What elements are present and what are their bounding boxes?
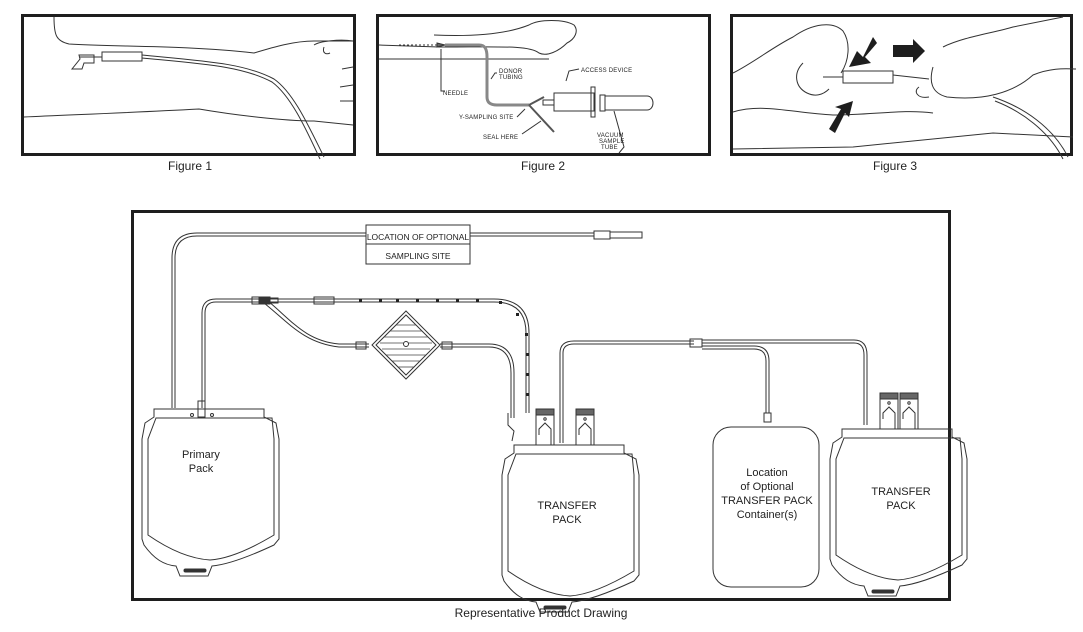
filter-inlet-tubing <box>263 302 369 348</box>
arm-outline <box>732 132 1074 150</box>
transfer-pack-b-label-1: TRANSFER <box>871 486 930 498</box>
port-clips-b <box>879 392 919 430</box>
figure-2-illustration: NEEDLE DONOR TUBING ACCESS DEVICE Y-SAMP… <box>378 20 654 154</box>
sampling-line-tubing <box>171 232 594 408</box>
optional-transfer-container <box>712 426 820 588</box>
vacuum-tube-icon <box>604 95 654 111</box>
transfer-pack-b-bag <box>829 392 968 597</box>
arrow-up-icon <box>829 101 853 133</box>
tubing-segment-marks <box>359 299 529 396</box>
arm-fist-outline <box>433 20 577 55</box>
label-vacuum-1: VACUUM <box>597 133 624 139</box>
sampling-site-label-line2: SAMPLING SITE <box>385 251 451 261</box>
label-seal-here: SEAL HERE <box>483 135 518 141</box>
label-access-device: ACCESS DEVICE <box>581 68 632 74</box>
left-hand-outline <box>732 24 849 74</box>
primary-pack-bag <box>141 400 280 577</box>
primary-pack-label-1: Primary <box>182 449 220 461</box>
transfer-tubing <box>559 340 694 443</box>
optional-container-label-1: Location <box>746 467 788 479</box>
y-connector <box>689 338 703 348</box>
transfer-pack-a-label-2: PACK <box>552 514 582 526</box>
optional-container-label-3: TRANSFER PACK <box>721 495 813 507</box>
arm-outline-lower <box>23 108 354 126</box>
sampling-site-connector <box>593 230 611 240</box>
product-drawing-caption: Representative Product Drawing <box>454 606 628 620</box>
donor-tubing <box>141 54 325 158</box>
sampling-site-label-line1: LOCATION OF OPTIONAL <box>367 232 470 242</box>
y-sampling-site <box>528 96 555 133</box>
arm-outline-upper <box>53 16 353 54</box>
label-y-sampling-site: Y-SAMPLING SITE <box>459 115 513 121</box>
figure-1-illustration <box>23 16 354 160</box>
label-donor-tubing-1: DONOR <box>499 69 523 75</box>
connector-2 <box>313 296 335 305</box>
arrows-group <box>829 37 925 133</box>
needle-guard-icon <box>101 51 143 62</box>
label-vacuum-3: TUBE <box>601 145 618 151</box>
optional-container-label-2: of Optional <box>740 481 793 493</box>
access-device-icon <box>553 92 595 112</box>
figure-2-panel: NEEDLE DONOR TUBING ACCESS DEVICE Y-SAMP… <box>376 14 711 156</box>
product-drawing-panel: LOCATION OF OPTIONAL SAMPLING SITE Prima… <box>131 210 968 613</box>
figure-3-illustration <box>732 16 1077 160</box>
figure-1-panel <box>21 14 356 160</box>
arrow-right-icon <box>893 39 925 63</box>
main-tubing-dotted <box>201 298 530 413</box>
label-vacuum-2: SAMPLE <box>599 139 625 145</box>
donor-tubing <box>992 96 1069 158</box>
label-needle: NEEDLE <box>443 91 468 97</box>
figure-1-caption: Figure 1 <box>167 159 213 173</box>
primary-pack-label-2: Pack <box>189 463 214 475</box>
donor-tubing <box>445 43 529 107</box>
leukocyte-filter <box>371 310 441 380</box>
transfer-pack-a-label-1: TRANSFER <box>537 500 596 512</box>
filter-outlet-tubing <box>440 343 515 418</box>
optional-container-label-4: Container(s) <box>737 509 798 521</box>
port-clips-a <box>535 408 595 446</box>
arrow-down-icon <box>849 37 877 67</box>
figure-2-caption: Figure 2 <box>520 159 566 173</box>
label-donor-tubing-2: TUBING <box>499 75 523 81</box>
transfer-pack-a-bag <box>501 408 640 613</box>
transfer-pack-b-label-2: PACK <box>886 500 916 512</box>
figure-3-panel <box>730 14 1077 160</box>
right-hand-outline <box>942 16 1064 48</box>
figure-3-caption: Figure 3 <box>872 159 918 173</box>
blood-bag-system-diagram: LOCATION OF OPTIONAL SAMPLING SITE Prima… <box>141 224 968 613</box>
needle-tape-icon <box>70 54 95 70</box>
needle-guard-icon <box>842 70 894 84</box>
